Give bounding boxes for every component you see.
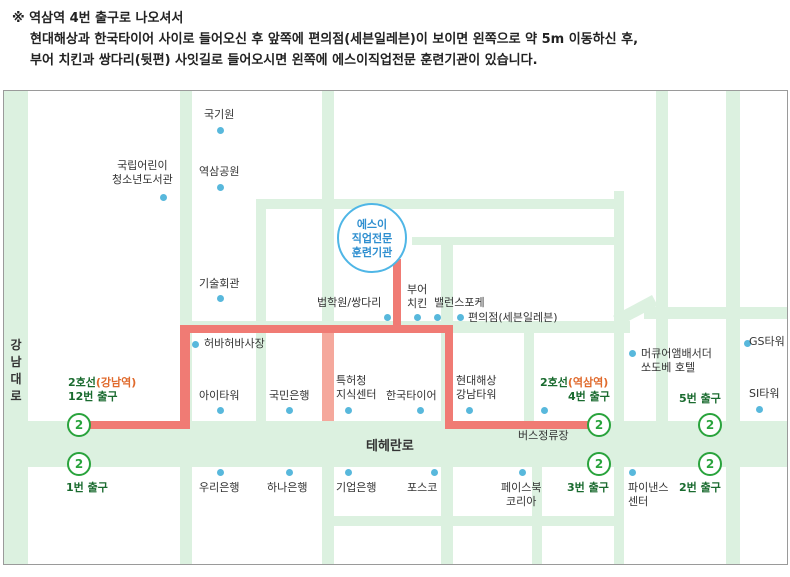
- directions-line-1: ※ 역삼역 4번 출구로 나오셔서: [12, 11, 184, 26]
- line2-exit-badge: 2: [587, 413, 611, 437]
- directions-text: ※ 역삼역 4번 출구로 나오셔서 현대해상과 한국타이어 사이로 들어오신 후…: [12, 8, 782, 71]
- landmark-court: 법학원/쌍다리: [317, 296, 382, 309]
- landmark-si-tower: SI타워: [749, 387, 780, 400]
- landmark-hankook-tire: 한국타이어: [386, 389, 437, 402]
- landmark-dot: [217, 295, 224, 302]
- teheran-ro-label: 테헤란로: [366, 439, 414, 454]
- landmark-dot: [160, 194, 167, 201]
- yeoksam-exit-3-label: 3번 출구: [567, 481, 609, 494]
- road-v6: [614, 191, 624, 564]
- road-h-low: [322, 516, 622, 526]
- landmark-posco: 포스코: [407, 481, 438, 494]
- landmark-woori-bank: 우리은행: [199, 481, 240, 494]
- yeoksam-exit-2-label: 2번 출구: [679, 481, 721, 494]
- landmark-tech: 기술회관: [199, 277, 240, 290]
- road-v2: [256, 199, 266, 439]
- road-h-mid: [412, 237, 624, 245]
- landmark-kookmin-bank: 국민은행: [269, 389, 310, 402]
- landmark-mercure: 머큐어앰배서더 쏘도베 호텔: [641, 347, 712, 374]
- landmark-buo-chicken: 부어 치킨: [407, 283, 428, 310]
- location-map: 테헤란로 강 남 대 로 에스이 직업전문 훈련기관 국기원 국립어린이 청소년…: [3, 90, 788, 565]
- road-h-right: [644, 307, 787, 319]
- directions-line-3: 부어 치킨과 쌍다리(뒷편) 사잇길로 들어오시면 왼쪽에 에스이직업전문 훈련…: [30, 53, 538, 68]
- line2-exit-badge: 2: [698, 413, 722, 437]
- route-segment-3: [180, 325, 453, 333]
- landmark-gukgiwon: 국기원: [204, 108, 235, 121]
- landmark-hana-bank: 하나은행: [267, 481, 308, 494]
- landmark-gs-tower: GS타워: [749, 335, 785, 348]
- landmark-dot: [756, 406, 763, 413]
- landmark-dot: [414, 314, 421, 321]
- landmark-dot: [217, 127, 224, 134]
- yeoksam-exit-5-label: 5번 출구: [679, 392, 721, 405]
- landmark-dot: [541, 407, 548, 414]
- route-segment-4: [393, 259, 401, 329]
- directions-line-2: 현대해상과 한국타이어 사이로 들어오신 후 앞쪽에 편의점(세븐일레븐)이 보…: [30, 32, 639, 47]
- landmark-dot: [431, 469, 438, 476]
- road-h-top: [256, 199, 624, 209]
- road-gangnam-daero: [4, 91, 28, 564]
- road-v7: [656, 91, 668, 426]
- landmark-dot: [744, 340, 751, 347]
- route-segment-2: [180, 325, 190, 429]
- landmark-dot: [217, 407, 224, 414]
- road-v9: [532, 466, 542, 564]
- landmark-facebook: 페이스북 코리아: [501, 481, 542, 508]
- landmark-habahaba: 허바허바사장: [204, 337, 265, 350]
- landmark-bus-stop: 버스정류장: [518, 429, 569, 442]
- gangnam-exit-12-label: 2호선(강남역) 12번 출구: [68, 376, 137, 403]
- road-v8: [726, 91, 740, 564]
- landmark-finance-center: 파이낸스 센터: [628, 481, 669, 508]
- route-segment-6: [445, 421, 599, 429]
- landmark-hyundai: 현대해상 강남타워: [456, 374, 497, 401]
- route-segment-1: [90, 421, 190, 429]
- landmark-dot: [217, 469, 224, 476]
- landmark-dot: [345, 407, 352, 414]
- gangnam-exit-1-label: 1번 출구: [66, 481, 108, 494]
- landmark-park: 역삼공원: [199, 165, 240, 178]
- landmark-dot: [466, 407, 473, 414]
- road-red-v: [322, 333, 334, 421]
- road-v5: [524, 326, 534, 426]
- landmark-convenience-store: 편의점(세븐일레븐): [468, 311, 558, 324]
- landmark-dot: [345, 469, 352, 476]
- landmark-ibk-bank: 기업은행: [336, 481, 377, 494]
- route-segment-5: [445, 325, 453, 429]
- landmark-dot: [457, 314, 464, 321]
- line2-exit-badge: 2: [67, 413, 91, 437]
- landmark-library: 국립어린이 청소년도서관: [112, 159, 173, 186]
- landmark-dot: [384, 314, 391, 321]
- landmark-dot: [629, 350, 636, 357]
- landmark-dot: [217, 184, 224, 191]
- gangnam-daero-label: 강 남 대 로: [10, 338, 22, 403]
- landmark-dot: [192, 341, 199, 348]
- landmark-dot: [417, 407, 424, 414]
- landmark-dot: [286, 469, 293, 476]
- line2-exit-badge: 2: [67, 452, 91, 476]
- yeoksam-exit-4-label: 2호선(역삼역) 4번 출구: [540, 376, 610, 403]
- line2-exit-badge: 2: [698, 452, 722, 476]
- landmark-dot: [629, 469, 636, 476]
- landmark-balance: 밸런스포케: [434, 296, 485, 309]
- line2-exit-badge: 2: [587, 452, 611, 476]
- landmark-patent-center: 특허청 지식센터: [336, 374, 377, 401]
- landmark-dot: [286, 407, 293, 414]
- landmark-itower: 아이타워: [199, 389, 240, 402]
- landmark-dot: [519, 469, 526, 476]
- landmark-dot: [434, 314, 441, 321]
- target-institution-marker: 에스이 직업전문 훈련기관: [337, 203, 407, 273]
